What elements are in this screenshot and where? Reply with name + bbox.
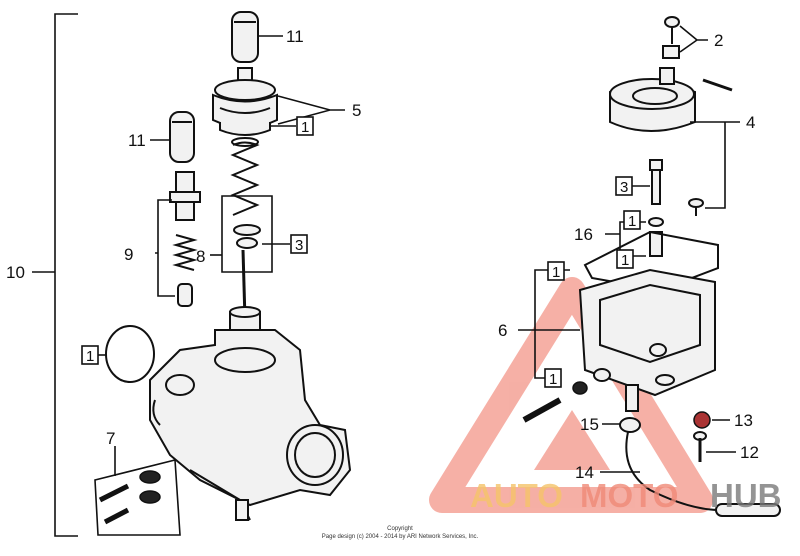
part-drain-tube (625, 431, 781, 517)
callout-5: 5 (352, 101, 361, 120)
callout-1-oring: 1 (86, 348, 94, 365)
callout-14: 14 (575, 463, 594, 482)
part-jet-spring (172, 234, 198, 271)
callout-1-gasket: 1 (552, 264, 560, 281)
watermark-auto: AUTO (470, 477, 563, 514)
copyright-line-1: Copyright (387, 526, 413, 532)
part-float-seat (648, 217, 664, 257)
part-float-valve (649, 159, 663, 205)
watermark-hub: HUB (710, 477, 782, 514)
part-top-cover (212, 67, 278, 136)
callout-8: 8 (196, 247, 205, 266)
part-small-screw (688, 198, 704, 216)
callout-4: 4 (746, 113, 755, 132)
callout-1-drain: 1 (549, 371, 557, 388)
part-float-gasket (583, 230, 719, 292)
callout-1-cover: 1 (301, 119, 309, 136)
part-plug (693, 411, 711, 429)
part-jet-tip (177, 283, 193, 307)
part-cap-left (169, 111, 195, 163)
copyright-line-2: Page design (c) 2004 - 2014 by ARI Netwo… (322, 534, 479, 540)
callout-12: 12 (740, 443, 759, 462)
callout-9: 9 (124, 245, 133, 264)
part-bowl-screw (693, 431, 707, 462)
watermark-brand: AUTO MOTO HUB (470, 477, 782, 514)
part-throttle-spring (230, 137, 260, 216)
part-cap-top (231, 11, 259, 63)
watermark-moto: MOTO (580, 477, 678, 514)
assembly-bracket-10 (32, 13, 78, 537)
callout-13: 13 (734, 411, 753, 430)
callout-6: 6 (498, 321, 507, 340)
part-drain-screw (522, 381, 588, 423)
part-float-chamber-body (578, 268, 716, 412)
callout-3-right: 3 (620, 179, 628, 196)
part-clip (233, 224, 261, 249)
part-mixture-screws (98, 470, 161, 525)
callout-11-top: 11 (286, 27, 304, 46)
callout-1-seat: 1 (628, 213, 636, 230)
part-idle-jet (169, 171, 201, 221)
callout-16: 16 (574, 225, 593, 244)
callout-10: 10 (6, 263, 25, 282)
callout-15: 15 (580, 415, 599, 434)
part-carburetor-body (149, 329, 352, 521)
part-adjust-screw (662, 16, 680, 59)
callout-3-left: 3 (295, 237, 303, 254)
callout-11-left: 11 (128, 131, 146, 150)
part-hose-clamp (619, 417, 641, 433)
part-o-ring (105, 325, 155, 383)
callout-7: 7 (106, 429, 115, 448)
part-float-cover (609, 67, 733, 132)
callout-1-float: 1 (621, 252, 629, 269)
callout-2: 2 (714, 31, 723, 50)
